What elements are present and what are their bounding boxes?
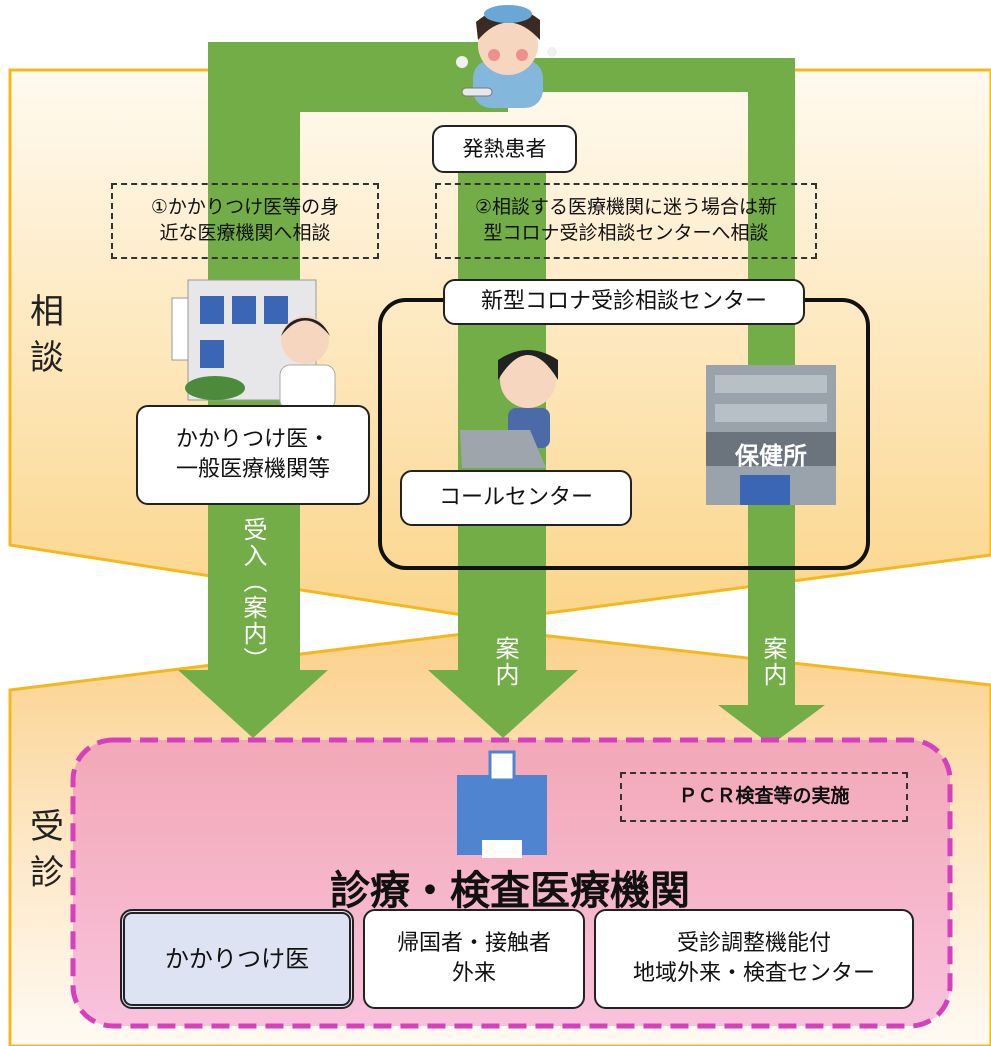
health-center-label: 保健所 xyxy=(735,442,807,470)
operator-icon xyxy=(460,350,558,468)
hospital-icon xyxy=(457,750,547,858)
doctor-clinic-icon xyxy=(171,279,336,411)
center-title-box: 新型コロナ受診相談センター xyxy=(443,279,805,325)
call-center-box: コールセンター xyxy=(400,470,632,526)
regional-clinic-box: 受診調整機能付 地域外来・検査センター xyxy=(594,909,914,1009)
returnee-clinic-box: 帰国者・接触者 外来 xyxy=(363,909,585,1009)
visit-section-label: 受 診 xyxy=(30,807,64,893)
left-arrow-label: 受入（案内） xyxy=(239,517,267,673)
pcr-note: ＰＣＲ検査等の実施 xyxy=(620,772,908,822)
clinic-box: かかりつけ医・ 一般医療機関等 xyxy=(136,405,370,505)
hospital-title: 診療・検査医療機関 xyxy=(330,868,690,914)
primary-doctor-box: かかりつけ医 xyxy=(120,909,354,1009)
patient-box: 発熱患者 xyxy=(432,125,577,173)
middle-arrow-label: 案内 xyxy=(491,636,519,688)
route2-note: ②相談する医療機関に迷う場合は新 型コロナ受診相談センターへ相談 xyxy=(435,183,817,259)
right-arrow-label: 案内 xyxy=(759,636,787,688)
consult-section-label: 相 談 xyxy=(30,292,64,378)
green-arrows xyxy=(178,42,825,745)
fever-patient-icon xyxy=(456,5,557,108)
health-center-building-icon xyxy=(706,365,836,505)
route1-note: ①かかりつけ医等の身 近な医療機関へ相談 xyxy=(111,183,379,259)
